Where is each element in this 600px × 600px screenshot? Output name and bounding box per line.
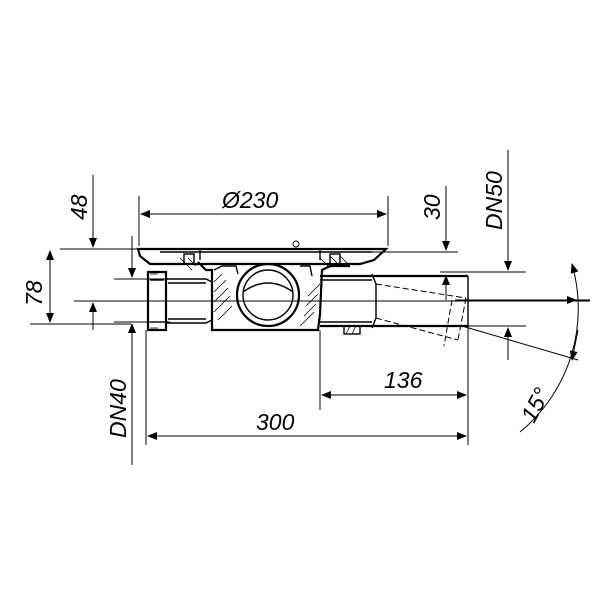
angle-dimension: 15°	[455, 263, 590, 433]
angle-label: 15°	[515, 383, 554, 426]
housing-hatching	[179, 255, 351, 327]
diameter-label: Ø230	[221, 187, 278, 213]
total-length-label: 300	[256, 409, 295, 435]
outlet-dimension: DN50	[440, 150, 526, 360]
inlet-pipe	[146, 270, 213, 332]
height-top-label: 48	[66, 194, 92, 220]
total-length-dimension: 300	[145, 330, 467, 445]
inlet-label: DN40	[105, 379, 131, 438]
trap-ball	[235, 262, 301, 328]
outlet-length-dimension: 136	[319, 300, 469, 445]
height-total-label: 78	[21, 280, 47, 306]
height-total-dimension: 78	[21, 250, 131, 325]
inlet-dimension: DN40	[105, 236, 170, 465]
diameter-dimension: Ø230	[138, 187, 389, 246]
outlet-offset-dimension: 30	[320, 186, 458, 300]
outlet-length-label: 136	[384, 367, 423, 393]
outlet-label: DN50	[481, 171, 507, 230]
height-top-dimension: 48	[60, 175, 137, 330]
drain-body	[136, 240, 389, 332]
outlet-offset-label: 30	[419, 194, 445, 220]
outlet-pipe	[320, 273, 469, 347]
